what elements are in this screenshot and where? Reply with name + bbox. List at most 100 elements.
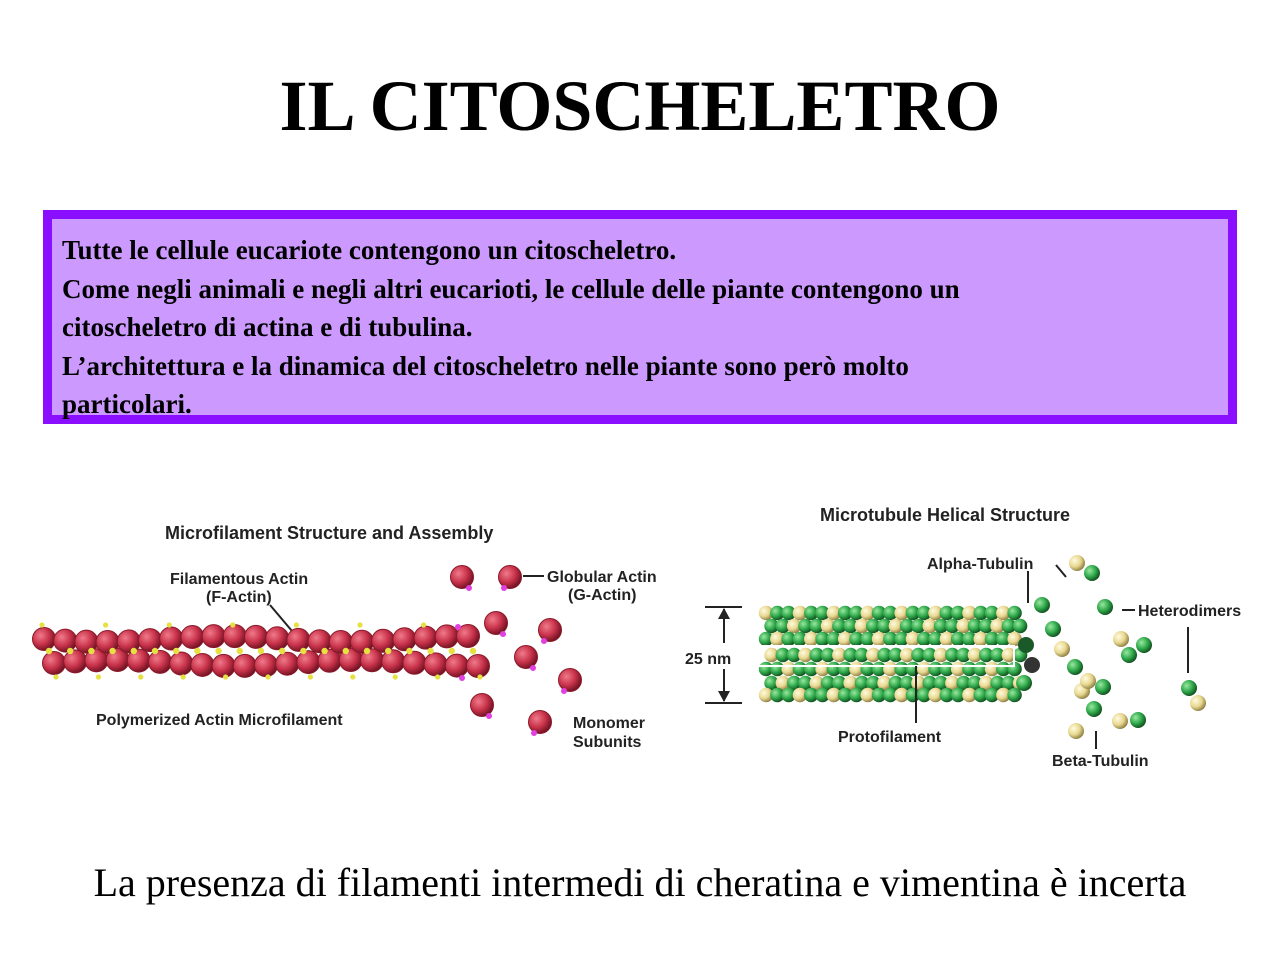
alpha-tubulin-subunit bbox=[764, 675, 779, 691]
actin-subunit bbox=[211, 653, 236, 678]
alpha-tubulin-subunit bbox=[770, 605, 785, 621]
alpha-tubulin-subunit bbox=[871, 687, 887, 703]
beta-tubulin-subunit bbox=[894, 687, 909, 703]
beta-tubulin-subunit bbox=[770, 631, 785, 647]
actin-knob bbox=[477, 674, 483, 680]
alpha-tubulin-subunit bbox=[883, 605, 898, 621]
beta-tubulin-subunit bbox=[860, 605, 875, 621]
beta-tubulin-subunit bbox=[967, 647, 983, 663]
actin-knob bbox=[392, 674, 398, 680]
actin-monomer bbox=[558, 668, 582, 692]
actin-subunit bbox=[275, 651, 300, 676]
alpha-tubulin-free bbox=[1045, 621, 1061, 637]
beta-tubulin-subunit bbox=[843, 675, 858, 691]
alpha-tubulin-subunit bbox=[815, 687, 830, 703]
actin-knob bbox=[53, 674, 59, 680]
actin-knob bbox=[469, 647, 477, 655]
alpha-tubulin-subunit bbox=[871, 605, 887, 621]
beta-tubulin-subunit bbox=[888, 618, 903, 634]
actin-subunit bbox=[434, 624, 459, 649]
alpha-tubulin-subunit bbox=[792, 631, 808, 647]
alpha-tubulin-subunit bbox=[939, 605, 954, 621]
alpha-tubulin-subunit bbox=[1012, 618, 1028, 634]
alpha-tubulin-subunit bbox=[860, 631, 875, 647]
actin-monomer bbox=[450, 565, 474, 589]
actin-knob bbox=[130, 647, 137, 655]
microtubule-title: Microtubule Helical Structure bbox=[820, 505, 1070, 525]
beta-tubulin-subunit bbox=[928, 605, 943, 621]
alpha-tubulin-subunit bbox=[770, 687, 785, 703]
beta-tubulin-subunit bbox=[962, 605, 977, 621]
beta-tubulin-subunit bbox=[922, 618, 937, 634]
actin-subunit bbox=[402, 650, 427, 675]
alpha-tubulin-subunit bbox=[883, 631, 898, 647]
beta-tubulin-subunit bbox=[820, 618, 836, 634]
f-actin-pointer-line bbox=[269, 604, 293, 632]
actin-subunit bbox=[456, 624, 480, 649]
alpha-tubulin-subunit bbox=[1007, 605, 1022, 621]
alpha-tubulin-subunit bbox=[894, 631, 909, 647]
beta-tubulin-subunit bbox=[962, 687, 977, 703]
actin-subunit bbox=[423, 652, 448, 677]
actin-subunit bbox=[381, 649, 406, 674]
alpha-tubulin-subunit bbox=[899, 618, 915, 634]
alpha-tubulin-subunit bbox=[899, 675, 915, 691]
actin-knob bbox=[67, 647, 74, 655]
alpha-tubulin-subunit bbox=[1001, 675, 1016, 691]
actin-subunit bbox=[32, 627, 56, 651]
actin-monomer bbox=[484, 611, 508, 635]
actin-subunit bbox=[201, 624, 226, 649]
alpha-tubulin-free bbox=[1067, 659, 1083, 675]
alpha-tubulin-subunit bbox=[786, 675, 802, 691]
alpha-tubulin-label: Alpha-Tubulin bbox=[927, 556, 1033, 573]
actin-knob bbox=[45, 647, 53, 655]
alpha-tubulin-subunit bbox=[854, 647, 870, 663]
actin-subunit bbox=[190, 652, 215, 677]
alpha-tubulin-free bbox=[1095, 679, 1111, 695]
alpha-tubulin-subunit bbox=[950, 631, 966, 647]
diameter-label: 25 nm bbox=[685, 651, 731, 668]
actin-subunit bbox=[244, 624, 268, 649]
microfilament-title: Microfilament Structure and Assembly bbox=[165, 523, 493, 543]
actin-knob bbox=[109, 647, 116, 655]
alpha-tubulin-free bbox=[1181, 680, 1197, 696]
actin-subunit bbox=[265, 626, 290, 651]
beta-tubulin-subunit bbox=[1007, 631, 1022, 647]
alpha-tubulin-subunit bbox=[815, 631, 830, 647]
alpha-tubulin-subunit bbox=[990, 675, 1005, 691]
alpha-tubulin-free bbox=[1084, 565, 1100, 581]
alpha-tubulin-subunit bbox=[849, 687, 864, 703]
alpha-tubulin-subunit bbox=[950, 605, 966, 621]
alpha-tubulin-subunit bbox=[849, 605, 864, 621]
beta-tubulin-subunit bbox=[792, 687, 808, 703]
actin-tip bbox=[459, 675, 465, 681]
alpha-tubulin-free bbox=[1121, 647, 1137, 663]
intro-text-box: Tutte le cellule eucariote contengono un… bbox=[43, 210, 1237, 424]
actin-knob bbox=[435, 674, 441, 680]
alpha-tubulin-subunit bbox=[849, 631, 864, 647]
actin-knob bbox=[215, 647, 222, 655]
alpha-tubulin-subunit bbox=[1001, 618, 1016, 634]
actin-monomer-tip bbox=[561, 688, 567, 694]
beta-tubulin-subunit bbox=[758, 687, 774, 703]
actin-monomer-tip bbox=[466, 585, 472, 591]
beta-tubulin-subunit bbox=[911, 675, 926, 691]
free-heterodimers bbox=[1034, 555, 1206, 739]
alpha-tubulin-subunit bbox=[933, 675, 949, 691]
beta-tubulin-subunit bbox=[775, 675, 790, 691]
beta-tubulin-subunit bbox=[899, 647, 915, 663]
alpha-tubulin-subunit bbox=[775, 618, 790, 634]
beta-tubulin-subunit bbox=[764, 647, 779, 663]
actin-knob bbox=[321, 647, 328, 655]
alpha-tubulin-subunit bbox=[798, 675, 813, 691]
beta-tubulin-subunit bbox=[798, 647, 813, 663]
beta-tubulin-subunit bbox=[786, 618, 802, 634]
actin-knob bbox=[406, 647, 413, 655]
alpha-tubulin-subunit bbox=[928, 631, 943, 647]
alpha-tubulin-subunit bbox=[945, 618, 960, 634]
beta-tubulin-subunit bbox=[837, 631, 853, 647]
actin-knob bbox=[265, 674, 271, 680]
actin-subunit bbox=[138, 628, 162, 653]
alpha-tubulin-free bbox=[1086, 701, 1102, 717]
actin-subunit bbox=[413, 625, 438, 650]
